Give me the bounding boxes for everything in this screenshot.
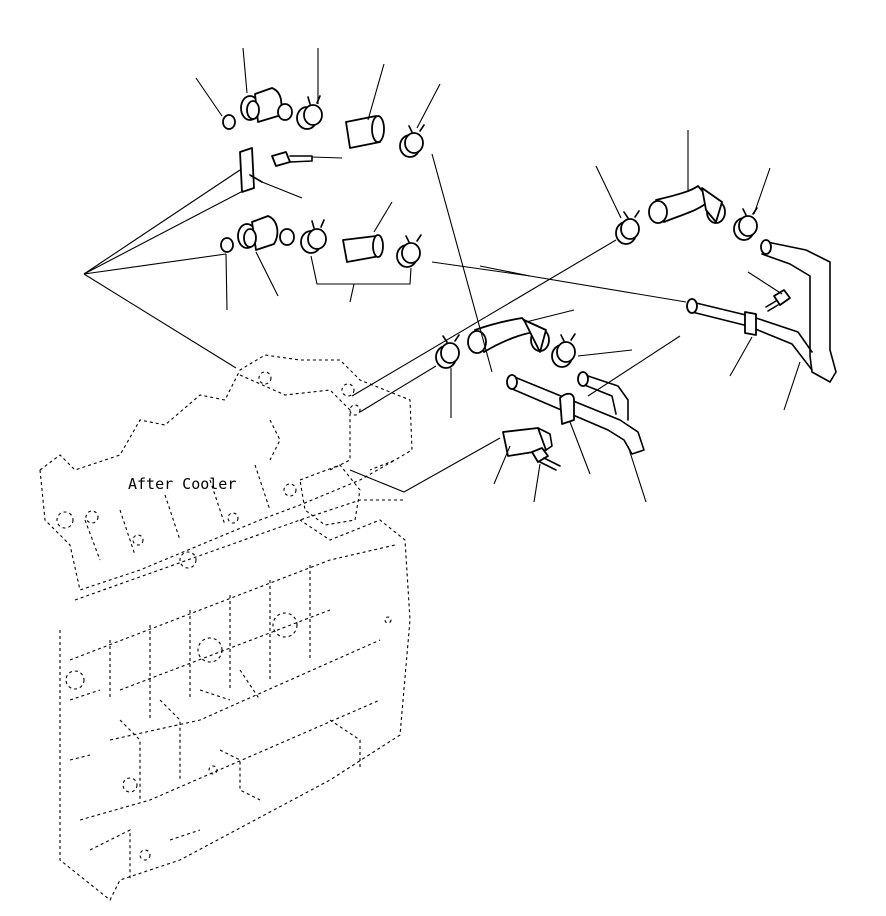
hose-clamp-3 bbox=[300, 219, 327, 254]
leader-lines bbox=[83, 47, 801, 503]
hose-straight-upper bbox=[345, 115, 385, 149]
hose-clamp-2 bbox=[399, 124, 425, 158]
hose-straight-lower bbox=[342, 234, 384, 263]
hose-clamp-4 bbox=[396, 234, 422, 268]
elbow-hose-upper bbox=[648, 185, 726, 224]
elbow-hose-middle bbox=[467, 317, 550, 354]
water-tube-middle bbox=[506, 371, 645, 455]
tube-clip-middle bbox=[559, 392, 575, 425]
o-ring-lower bbox=[220, 237, 234, 253]
o-ring-upper bbox=[222, 114, 236, 130]
tube-clip-right bbox=[744, 311, 757, 336]
elbow-fitting-upper bbox=[240, 87, 293, 123]
elbow-fitting-lower bbox=[237, 215, 295, 251]
engine-block bbox=[59, 499, 411, 901]
hose-clamp-6 bbox=[733, 207, 758, 241]
water-tube-right bbox=[686, 239, 837, 383]
hose-clamp-8 bbox=[551, 333, 576, 368]
mounting-bracket bbox=[502, 427, 553, 457]
bolt-upper bbox=[271, 151, 313, 167]
bolt-bracket bbox=[531, 447, 561, 471]
hose-clamp-1 bbox=[296, 95, 323, 130]
bolt-right bbox=[765, 289, 791, 312]
bracket-plate bbox=[239, 147, 263, 193]
hose-clamp-7 bbox=[435, 334, 460, 369]
hose-clamp-5 bbox=[615, 210, 640, 245]
after-cooler-label: After Cooler bbox=[128, 475, 236, 493]
after-cooler-housing bbox=[39, 354, 413, 591]
